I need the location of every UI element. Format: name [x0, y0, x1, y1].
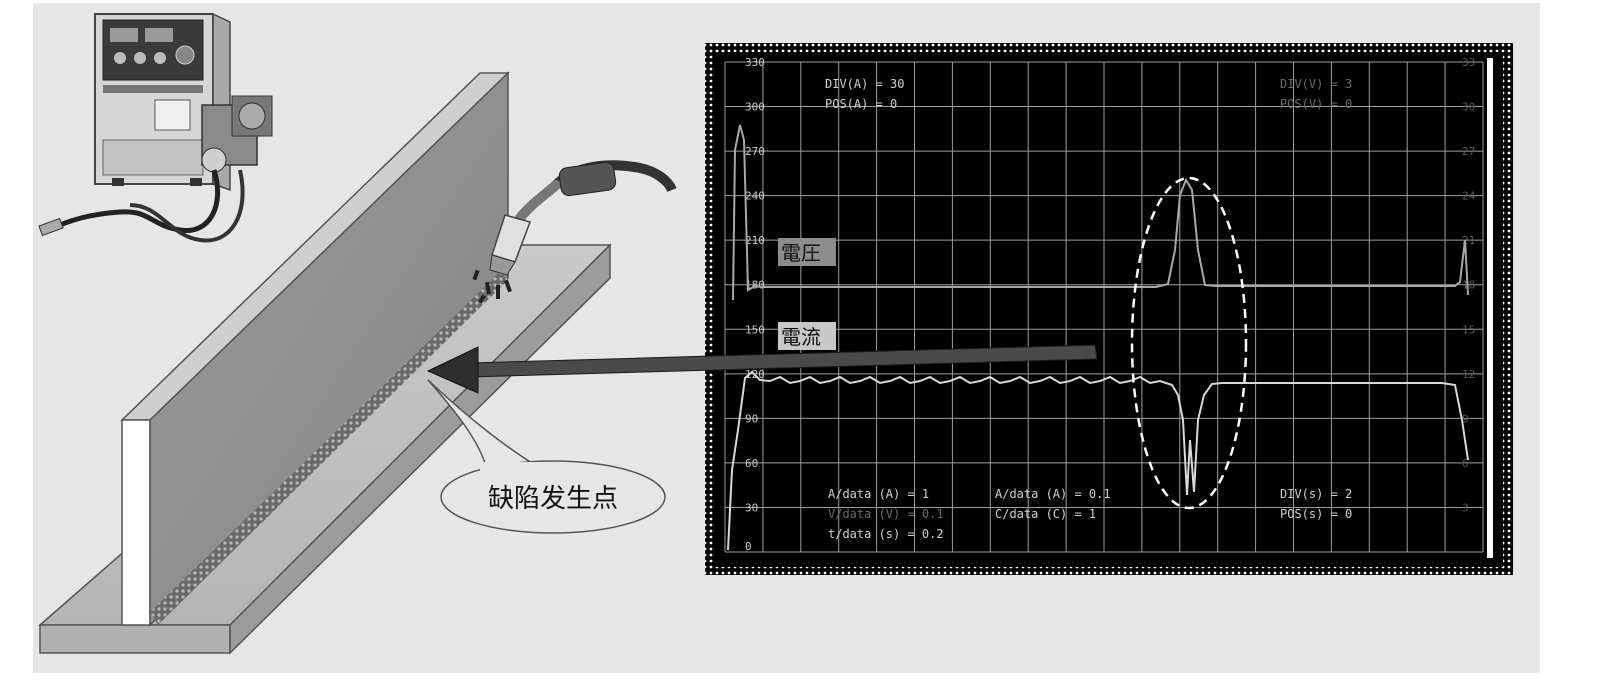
footer-col2-line-2: C/data (C) = 1: [995, 507, 1096, 521]
left-tick-label: 270: [745, 145, 765, 158]
footer-col3-line-1: DIV(s) = 2: [1280, 487, 1352, 501]
header-right-line-2: POS(V) = 0: [1280, 97, 1352, 111]
right-tick-label: 30: [1462, 101, 1475, 114]
callout-label: 缺陷发生点: [488, 484, 618, 514]
footer-col1-line-2: V/data (V) = 0.1: [828, 507, 944, 521]
left-tick-label: 30: [745, 501, 758, 514]
current-label: 電流: [781, 325, 821, 349]
right-tick-label: 24: [1462, 190, 1476, 203]
header-left-line-2: POS(A) = 0: [825, 97, 897, 111]
footer-col2-line-1: A/data (A) = 0.1: [995, 487, 1111, 501]
left-tick-label: 0: [745, 540, 752, 553]
footer-col3-line-2: POS(s) = 0: [1280, 507, 1352, 521]
header-right-line-1: DIV(V) = 3: [1280, 77, 1352, 91]
wall-end-face: [122, 420, 150, 625]
right-tick-label: 15: [1462, 323, 1475, 336]
scope-grid: [725, 62, 1483, 552]
left-tick-label: 240: [745, 190, 765, 203]
footer-col1-line-3: t/data (s) = 0.2: [828, 527, 944, 541]
left-tick-label: 90: [745, 412, 758, 425]
footer-col1-line-1: A/data (A) = 1: [828, 487, 929, 501]
scope-right-edge: [1487, 58, 1493, 558]
base-plate-front: [40, 625, 230, 653]
left-tick-label: 60: [745, 457, 758, 470]
left-tick-label: 300: [745, 101, 765, 114]
left-tick-label: 150: [745, 323, 765, 336]
left-tick-label: 210: [745, 234, 765, 247]
voltage-label: 電圧: [781, 241, 821, 265]
right-tick-label: 3: [1462, 501, 1469, 514]
right-tick-label: 33: [1462, 56, 1475, 69]
right-tick-label: 12: [1462, 368, 1475, 381]
right-tick-label: 27: [1462, 145, 1475, 158]
header-left-line-1: DIV(A) = 30: [825, 77, 904, 91]
left-tick-label: 330: [745, 56, 765, 69]
